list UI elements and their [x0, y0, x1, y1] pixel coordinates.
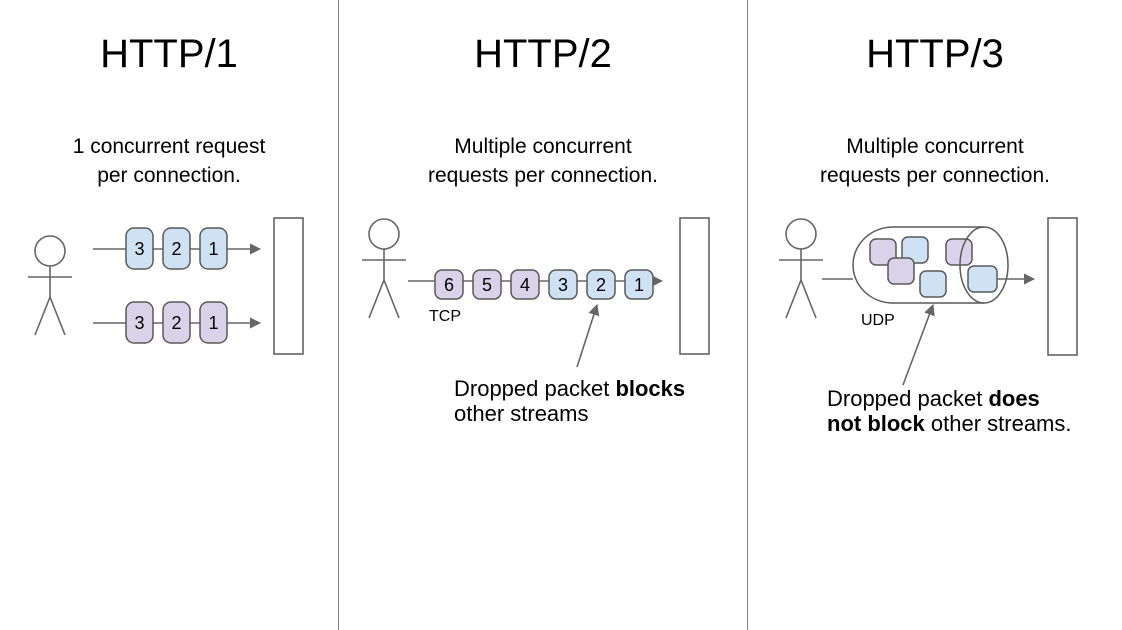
packet	[510, 269, 540, 300]
annotation-line: other streams	[454, 401, 704, 426]
packet-number: 6	[444, 275, 454, 295]
packet	[472, 269, 502, 300]
packet-number: 4	[520, 275, 530, 295]
annotation-bold-text: does	[988, 386, 1040, 411]
packet	[125, 301, 154, 344]
http1-title: HTTP/1	[100, 32, 238, 76]
udp-tube	[852, 226, 984, 304]
tcp-label: TCP	[429, 308, 461, 325]
http2-description: Multiple concurrent requests per connect…	[428, 135, 658, 187]
packet	[548, 269, 578, 300]
udp-tube-mouth	[959, 226, 1009, 304]
packet	[125, 227, 154, 270]
packet-number: 2	[171, 239, 181, 259]
http3-figure	[778, 217, 1078, 386]
annotation-bold-text: not block	[827, 411, 925, 436]
packet	[919, 270, 947, 298]
udp-label: UDP	[861, 312, 895, 329]
server	[1047, 217, 1078, 356]
packet-number: 2	[596, 275, 606, 295]
packet-number: 3	[134, 313, 144, 333]
http2-title: HTTP/2	[474, 32, 612, 76]
packet	[901, 236, 929, 264]
annotation-text: other streams	[454, 401, 589, 426]
packet-number: 2	[171, 313, 181, 333]
packet	[869, 238, 897, 266]
http1-description: 1 concurrent request per connection.	[72, 135, 266, 187]
packet	[967, 265, 998, 293]
packet-number: 5	[482, 275, 492, 295]
client-person-icon	[361, 218, 407, 319]
http3-description: Multiple concurrent requests per connect…	[820, 135, 1050, 187]
http3-annotation: Dropped packet does not block other stre…	[827, 386, 1087, 436]
packet	[624, 269, 654, 300]
packet-number: 3	[134, 239, 144, 259]
annotation-line: not block other streams.	[827, 411, 1087, 436]
packet	[586, 269, 616, 300]
packet	[199, 227, 228, 270]
server	[679, 217, 710, 355]
server	[273, 217, 304, 355]
packet-number: 1	[208, 313, 218, 333]
client-person-icon	[778, 218, 824, 319]
packet	[434, 269, 464, 300]
packet	[945, 238, 973, 266]
annotation-text: Dropped packet	[454, 376, 616, 401]
http1-figure: 3 2 1 3 2 1	[27, 217, 304, 355]
packet	[887, 257, 915, 285]
http2-annotation: Dropped packet blocks other streams	[454, 376, 704, 426]
annotation-text: Dropped packet	[827, 386, 989, 411]
dropped-packet-pointer-arrow	[902, 303, 935, 386]
dropped-packet-pointer-arrow	[576, 303, 600, 368]
annotation-line: Dropped packet does	[827, 386, 1087, 411]
http3-title: HTTP/3	[866, 32, 1004, 76]
packet-number: 3	[558, 275, 568, 295]
client-person-icon	[27, 235, 73, 336]
annotation-text: other streams.	[924, 411, 1072, 436]
packet-number: 1	[208, 239, 218, 259]
http2-figure: 6 5 4 3 2 1	[361, 217, 710, 368]
annotation-line: Dropped packet blocks	[454, 376, 704, 401]
packet	[162, 227, 191, 270]
packet	[199, 301, 228, 344]
annotation-bold-text: blocks	[615, 376, 686, 401]
packet	[162, 301, 191, 344]
packet-number: 1	[634, 275, 644, 295]
